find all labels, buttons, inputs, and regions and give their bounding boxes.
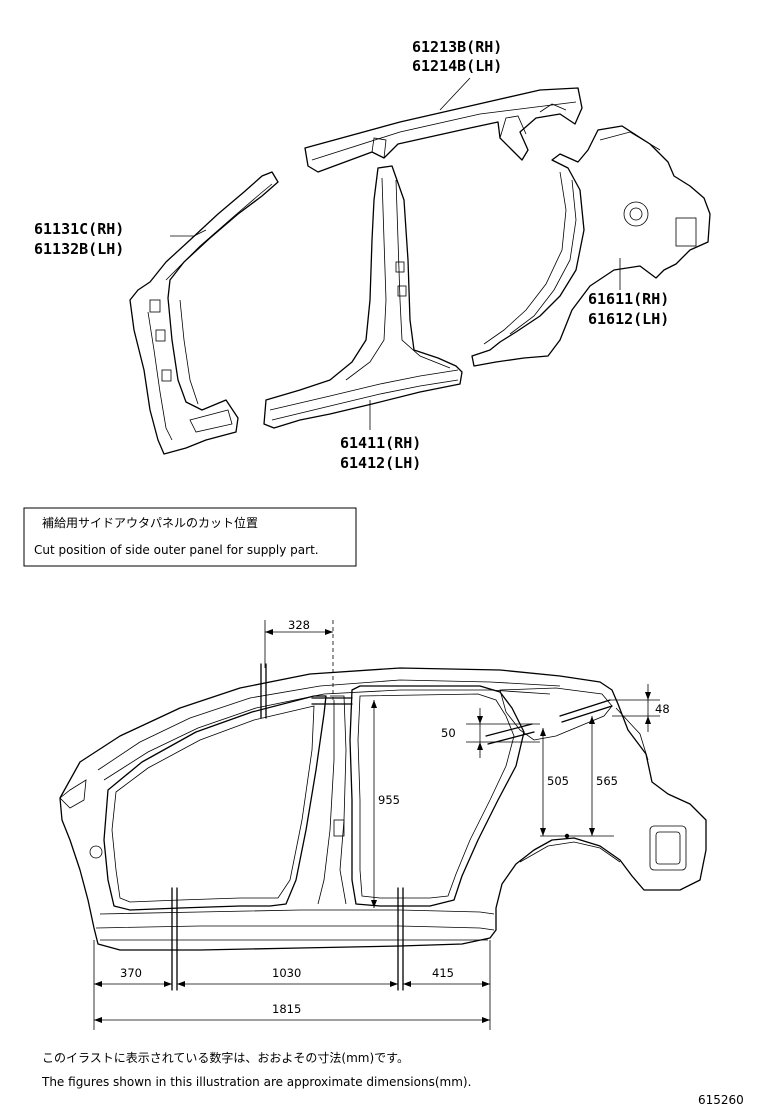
roof-side-rail-part (304, 87, 583, 173)
legend-text-en: Cut position of side outer panel for sup… (34, 543, 319, 557)
dim-label-415: 415 (432, 966, 454, 980)
leader-lines (170, 77, 621, 430)
side-outer-panel-assembly (59, 667, 707, 951)
part-label-61131c: 61131C(RH) (34, 220, 124, 238)
dim-label-48: 48 (655, 702, 670, 716)
part-label-61213b: 61213B(RH) (412, 38, 502, 56)
legend-box: 補給用サイドアウタパネルのカット位置 Cut position of side … (23, 507, 357, 567)
part-label-61611: 61611(RH) (588, 290, 669, 308)
illustration-ref-number: 615260 (698, 1093, 744, 1107)
dim-label-328: 328 (288, 618, 310, 632)
footer-note-en: The figures shown in this illustration a… (41, 1075, 471, 1089)
cut-lines (171, 663, 613, 991)
part-label-61612: 61612(LH) (588, 310, 669, 328)
dim-label-50: 50 (441, 726, 456, 740)
dim-label-955: 955 (378, 793, 400, 807)
footer-note-jp: このイラストに表示されている数字は、おおよその寸法(mm)です。 (42, 1050, 409, 1065)
dim-label-1815: 1815 (272, 1002, 301, 1016)
dimension-lines (93, 620, 660, 1030)
dim-label-1030: 1030 (272, 966, 301, 980)
dim-label-370: 370 (120, 966, 142, 980)
part-label-61411: 61411(RH) (340, 434, 421, 452)
dim-label-505: 505 (547, 774, 569, 788)
part-label-61412: 61412(LH) (340, 454, 421, 472)
dim-label-565: 565 (596, 774, 618, 788)
center-pillar-rocker-part (263, 165, 463, 429)
legend-text-jp: 補給用サイドアウタパネルのカット位置 (42, 515, 258, 530)
front-pillar-part (129, 171, 279, 455)
part-label-61214b: 61214B(LH) (412, 57, 502, 75)
quarter-panel-part (471, 125, 711, 367)
part-label-61132b: 61132B(LH) (34, 240, 124, 258)
